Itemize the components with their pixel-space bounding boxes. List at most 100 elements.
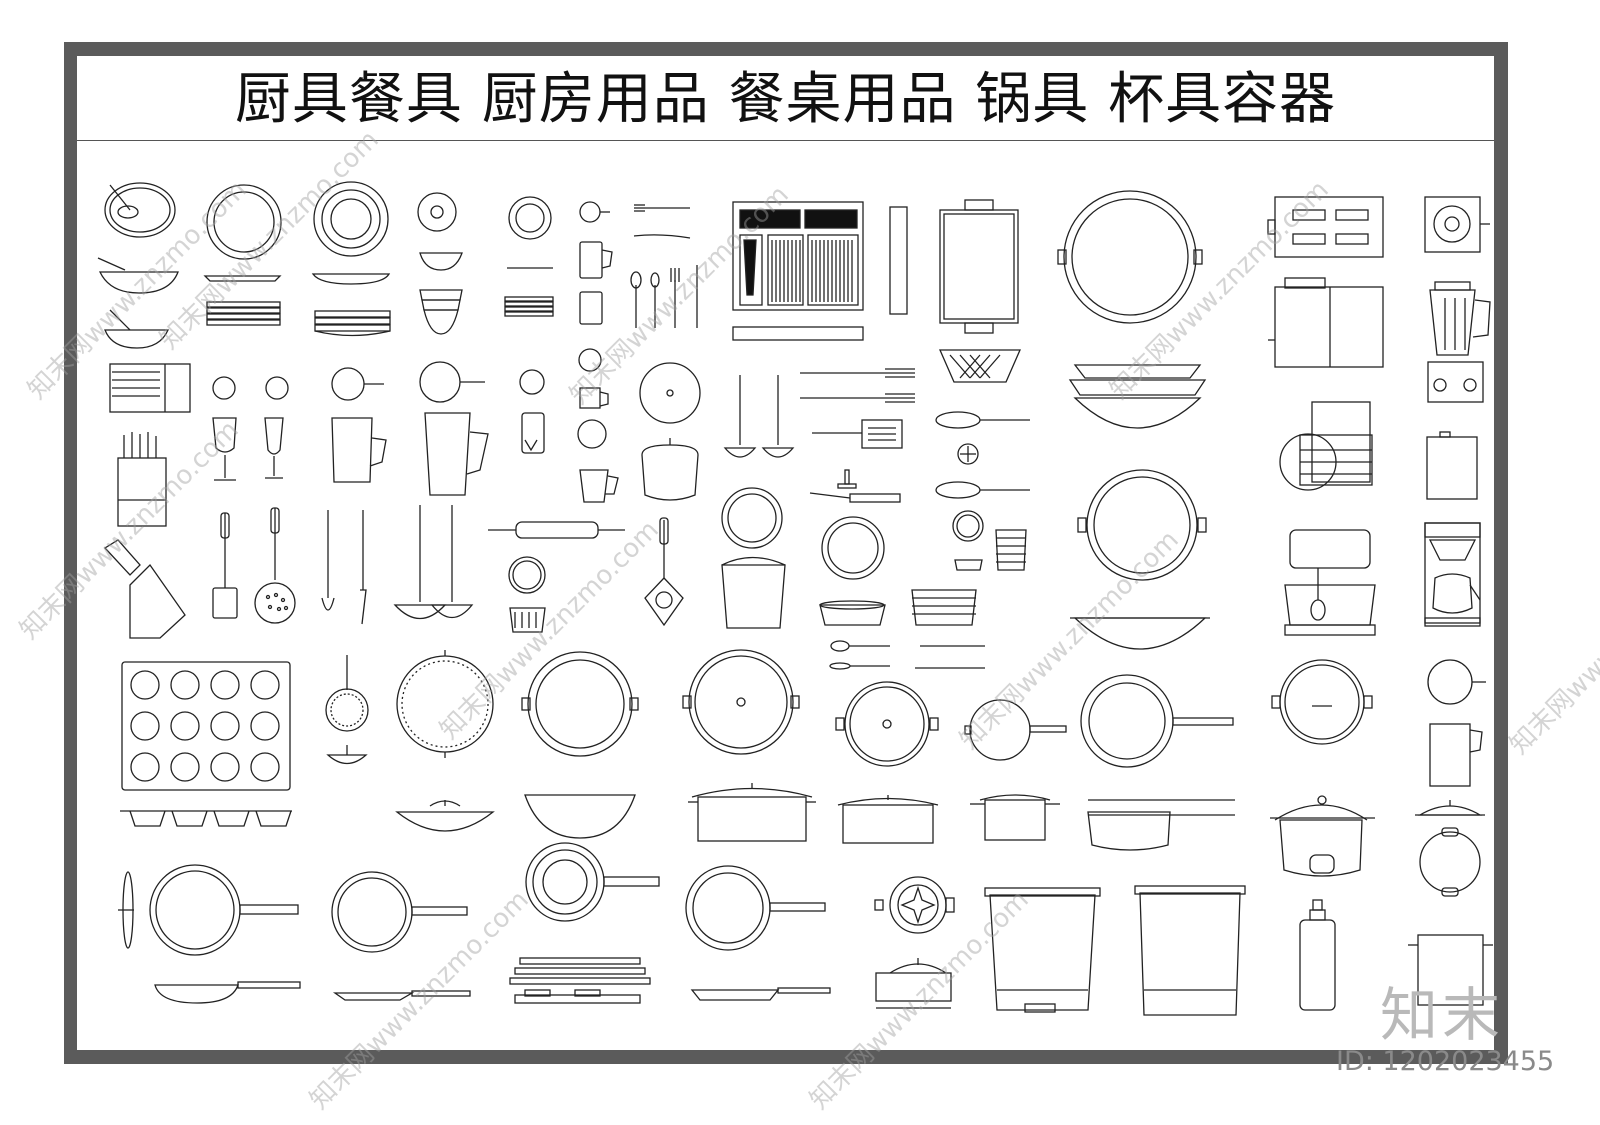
jug-side-1 [331, 417, 387, 483]
colander [939, 349, 1021, 383]
dinner-plate-plan-1 [206, 184, 282, 260]
fork-side [321, 510, 335, 611]
knife-block-side [117, 432, 167, 527]
pie-plate-plan [821, 516, 885, 580]
cup-plan-2 [579, 201, 610, 223]
rice-cooker-side [1270, 795, 1375, 877]
blender-side [1427, 281, 1491, 403]
muffin-tray-plan [121, 661, 291, 791]
glass-plan-2 [265, 376, 289, 400]
casserole-side [837, 795, 939, 844]
canister-side [641, 438, 699, 501]
pot-plan-2 [682, 649, 800, 755]
frying-pan-lid-side [118, 871, 134, 949]
fork-plan-2 [800, 368, 915, 378]
wok-plan [396, 650, 494, 758]
sieve-side [326, 745, 368, 765]
frying-pan-side-1 [154, 981, 301, 1004]
whisk-2 [935, 481, 1030, 499]
bowl-stack [419, 289, 463, 335]
whisk-tool [644, 517, 684, 627]
stand-mixer [1284, 529, 1376, 636]
ramekin-side [509, 607, 546, 633]
ladle-4 [761, 375, 795, 458]
lid-plan [639, 362, 701, 424]
cutlery-set [630, 265, 698, 328]
brand-watermark: 知末 [1380, 981, 1505, 1049]
wok-side [395, 800, 495, 832]
spatula [212, 512, 238, 619]
pot-plan-3 [835, 681, 939, 767]
title-divider [77, 140, 1494, 141]
cup-plan-1 [519, 369, 545, 395]
ramekin-plan [508, 556, 546, 594]
cup-side-2 [579, 291, 603, 325]
toaster-plan [1267, 196, 1384, 258]
wine-glass-1 [212, 417, 237, 481]
cleaver-block [103, 539, 186, 639]
mug-side-2 [579, 387, 609, 409]
trash-bin-1 [984, 887, 1101, 1013]
frying-pan-side-2 [332, 990, 471, 1001]
rice-cooker-plan [1271, 659, 1373, 745]
champagne-glass [264, 417, 284, 479]
plate-side-1 [203, 275, 282, 282]
cup-side-1 [521, 412, 545, 454]
trash-bin-2 [1134, 885, 1246, 1016]
kettle-plan-small [1426, 431, 1478, 500]
cutlery-tray-side [732, 326, 864, 341]
plate-stack-side [509, 957, 651, 1004]
frying-pan-plan-4 [1080, 674, 1234, 768]
juicer-side [875, 958, 952, 1009]
rolling-pin [488, 521, 625, 539]
fork-plan-3 [800, 393, 915, 403]
knife-block-plan [109, 363, 191, 413]
cup-plan-4 [577, 419, 607, 449]
muffin-tray-side [120, 810, 292, 827]
mortar-side [104, 309, 170, 349]
plate-stack-1 [206, 301, 281, 326]
pot-side-1 [524, 794, 636, 839]
knife-plan-1 [633, 234, 691, 239]
cutlery-tray [732, 201, 864, 311]
mug-side-1 [579, 241, 613, 279]
saucepan-plan-1 [525, 842, 660, 922]
ladle-3 [723, 375, 757, 458]
toaster-side [1268, 277, 1384, 368]
mixing-bowls-stack [1068, 364, 1207, 429]
cup-plan-3 [578, 348, 602, 372]
pot-plan-big-1 [1057, 190, 1203, 324]
stockpot-side [688, 783, 816, 842]
cutting-board-side [889, 206, 908, 315]
frying-pan-side-3 [690, 987, 831, 1001]
knife-side [360, 510, 367, 625]
mug-plan-big [1427, 659, 1486, 705]
bowl-side-1 [97, 257, 179, 294]
plate-plan-small [508, 196, 552, 240]
deep-plate-stack [314, 310, 391, 337]
stockpot-side-2 [1408, 934, 1493, 1006]
cake-pan-plan [721, 487, 783, 549]
fork-plan-1 [634, 204, 690, 212]
pot-plan-1 [521, 651, 639, 757]
mortar-bowl-plan [104, 182, 176, 238]
whisk-1 [935, 411, 1030, 429]
coffee-maker [1424, 522, 1481, 627]
mug-side-3 [579, 469, 619, 503]
ladle-1 [393, 505, 447, 619]
grater-turner [812, 419, 903, 449]
tong-tool [809, 492, 901, 503]
kettle-side [1429, 723, 1483, 787]
juicer-plan [874, 876, 955, 934]
skimmer [254, 507, 296, 624]
saucepan-side-2 [1087, 799, 1235, 851]
small-dish-plan [952, 510, 984, 542]
saucepan-plan-2 [964, 699, 1067, 761]
bowl-stack-2 [995, 529, 1027, 571]
saucepan-side-1 [970, 794, 1060, 841]
small-bowl-side [954, 559, 983, 571]
creamer-plan-1 [331, 367, 384, 401]
image-id-label: ID: 1202023455 [1336, 1046, 1555, 1077]
stand-mixer-side [1279, 401, 1373, 491]
